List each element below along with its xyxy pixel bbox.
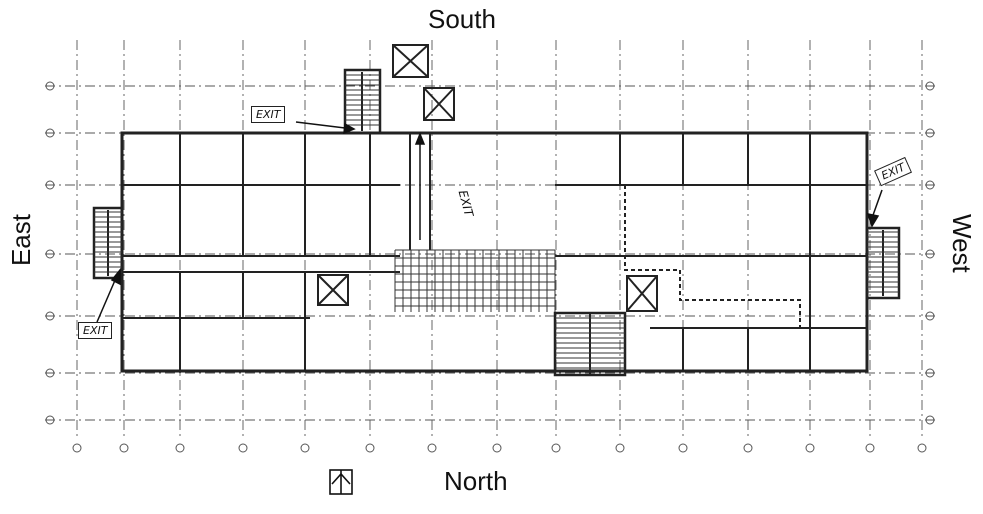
- grid-bubble: [925, 311, 935, 321]
- stair-treads: [94, 74, 899, 369]
- grid-bubble: [45, 311, 55, 321]
- grid-bubble: [551, 443, 561, 453]
- compass-north-label: North: [444, 466, 508, 496]
- compass-south-label: South: [428, 4, 496, 34]
- compass-east-label: East: [6, 214, 36, 267]
- grid-bubble: [678, 443, 688, 453]
- grid-bubble: [119, 443, 129, 453]
- exit-arrows: [96, 121, 883, 323]
- grid-bubble: [427, 443, 437, 453]
- column-grid: [45, 40, 935, 453]
- compass-west-label: West: [947, 214, 977, 273]
- grid-bubble: [45, 249, 55, 259]
- grid-bubble: [72, 443, 82, 453]
- grid-bubble: [175, 443, 185, 453]
- grid-bubble: [238, 443, 248, 453]
- grid-bubble: [615, 443, 625, 453]
- grid-bubble: [743, 443, 753, 453]
- exit-label-east-stair: EXIT: [78, 322, 113, 339]
- grid-bubble: [925, 415, 935, 425]
- grid-bubble: [300, 443, 310, 453]
- north-arrow-icon: [329, 469, 353, 495]
- grid-bubble: [865, 443, 875, 453]
- grid-bubble: [805, 443, 815, 453]
- grid-bubble: [925, 128, 935, 138]
- grid-bubble: [45, 128, 55, 138]
- grid-bubble: [45, 368, 55, 378]
- grid-bubble: [925, 368, 935, 378]
- grid-bubble: [365, 443, 375, 453]
- grid-bubble: [45, 415, 55, 425]
- grid-bubble: [45, 180, 55, 190]
- grid-bubble: [925, 180, 935, 190]
- grid-bubble: [917, 443, 927, 453]
- wall-outlines: [92, 44, 901, 377]
- exit-label-south-stair: EXIT: [251, 106, 286, 123]
- grid-bubble: [925, 249, 935, 259]
- grid-bubble: [925, 81, 935, 91]
- grid-bubble: [45, 81, 55, 91]
- ceiling-grid-area: [394, 249, 556, 312]
- grid-bubble: [492, 443, 502, 453]
